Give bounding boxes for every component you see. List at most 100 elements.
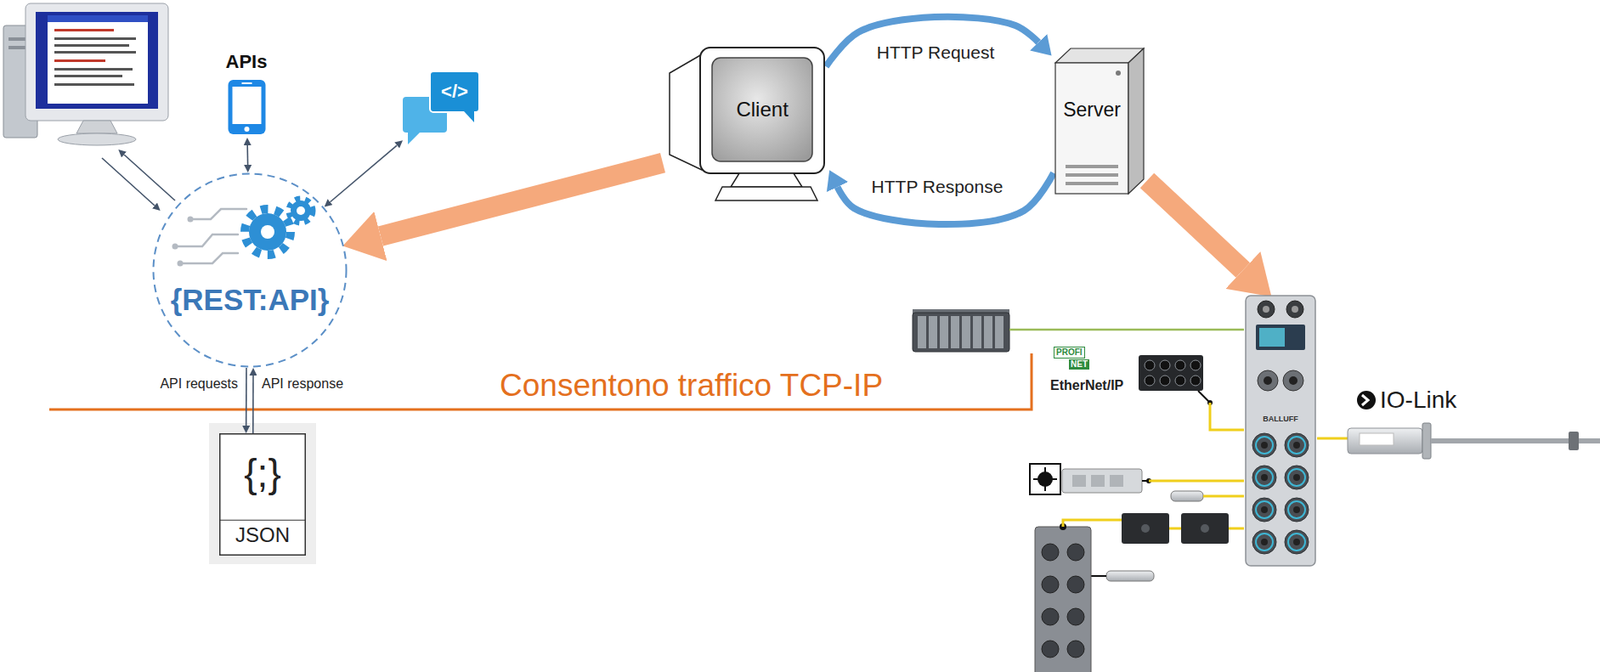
io-link-master-module-shape [1283,370,1304,391]
computer-icon [47,15,148,23]
api-link-arrow [246,145,249,165]
io-link-master-module-shape [1255,501,1273,519]
io-link-master-module-shape [1252,497,1277,522]
plc-rack [995,316,1004,349]
io-link-master-module-shape [1257,370,1278,391]
io-link-master-module-shape [1289,376,1298,385]
computer-icon [3,3,169,146]
rest-api-circle-shape [244,209,291,255]
client-to-api-arrow [380,163,663,237]
rest-api-circle-shape [187,216,194,223]
io-block-module [1144,375,1155,386]
io-link-hub [1041,576,1059,594]
server-tower-shape [1055,62,1129,194]
linear-position-sensor [1422,423,1431,459]
io-link-master-module-shape [1259,327,1285,347]
io-link-master-module-shape [1288,469,1306,487]
computer-link-arrows [124,154,176,201]
rest-api-circle-shape [180,253,238,264]
io-link-hub [1067,608,1085,626]
network-boundary-line [49,353,1032,410]
rfid-blocks [1121,513,1170,544]
computer-icon [54,44,130,47]
io-link-master-module-shape [1260,506,1268,514]
protocol-name: EtherNet/IP [1050,378,1124,394]
linear-position-sensor [1347,428,1423,454]
io-link-cables [1228,527,1244,531]
io-link-hub [1041,543,1059,561]
valve-terminal [1029,463,1152,495]
computer-icon [57,133,136,146]
rfid-blocks [1181,513,1229,544]
valve-terminal [1072,474,1086,487]
io-link-master-module-shape [1255,469,1273,487]
server-to-device-arrow [1147,180,1244,271]
valve-terminal [1062,469,1143,493]
profinet-logo-text: NET [1068,359,1090,370]
io-link-cables [1203,495,1244,498]
server-tower-shape [1115,70,1121,76]
rest-api-circle-shape [175,234,238,247]
computer-icon [54,74,123,78]
io-block-module [1175,375,1186,386]
rest-api-circle-shape [288,198,313,223]
rfid-blocks [1200,524,1210,533]
io-link-hub [1034,526,1092,672]
node-label: </> [440,80,469,102]
api-response-arrow [252,375,255,434]
api-phone-icon-shape [227,79,266,135]
io-link-cables [1209,402,1244,430]
plc-rack [972,316,982,349]
client-monitor-shape [669,54,702,170]
io-link-master-module-shape [1288,501,1306,519]
computer-icon [25,3,169,121]
io-link-master-module-shape [1245,295,1316,566]
io-block-module [1159,360,1171,371]
io-link-master-module-shape [1252,465,1277,490]
server-tower-shape [1128,48,1144,194]
io-link-master-module-shape [1284,497,1309,522]
rest-api-circle-shape [288,198,313,223]
io-link-master-module-shape [1255,324,1306,351]
computer-icon [54,59,106,63]
json-file-icon-shape [220,434,306,556]
io-block-module [1159,375,1171,386]
io-link-master-module-shape [1243,295,1318,566]
io-link-master-module-shape [1257,300,1275,318]
io-link-master-module-shape [1293,474,1301,481]
io-link-master-module-shape [1252,530,1277,555]
io-link-hub [1067,576,1085,594]
node-label: Client [735,97,788,122]
computer-icon [54,83,135,86]
edge-label: HTTP Response [870,176,1006,198]
rest-api-circle-shape [172,243,179,250]
valve-terminal [1033,467,1058,492]
plc-rack [912,312,1010,352]
api-phone-icon-shape [241,82,252,85]
io-link-cables [1148,480,1244,483]
rest-api-circle-shape [190,209,247,220]
node-label: {REST:API} [170,282,330,317]
rfid-blocks [1141,524,1150,533]
rest-api-circle: {REST:API} [152,172,348,368]
rest-api-circle-shape [152,172,348,368]
code-bubble-icon-shape [429,71,480,113]
io-link-logo-text: IO-Link [1379,386,1457,414]
io-link-master-module-shape [1255,436,1273,454]
rest-api-circle-shape [172,209,248,267]
io-link-master-module: BALLUFF [1243,295,1318,566]
edge-label: API response [260,376,345,392]
edge-label: HTTP Request [875,42,997,63]
computer-icon [54,28,114,32]
io-link-master-module-shape [1260,538,1268,546]
linear-position-sensor [1359,433,1394,446]
io-link-master-module-shape [1262,305,1270,313]
plc-rack [917,316,927,349]
computer-icon [35,11,159,109]
computer-link-arrows [101,154,176,206]
io-link-hub [1041,608,1059,626]
io-link-master-module-shape [1288,533,1306,551]
node-label: JSON [235,523,290,548]
io-link-master-module-shape [1260,474,1268,481]
